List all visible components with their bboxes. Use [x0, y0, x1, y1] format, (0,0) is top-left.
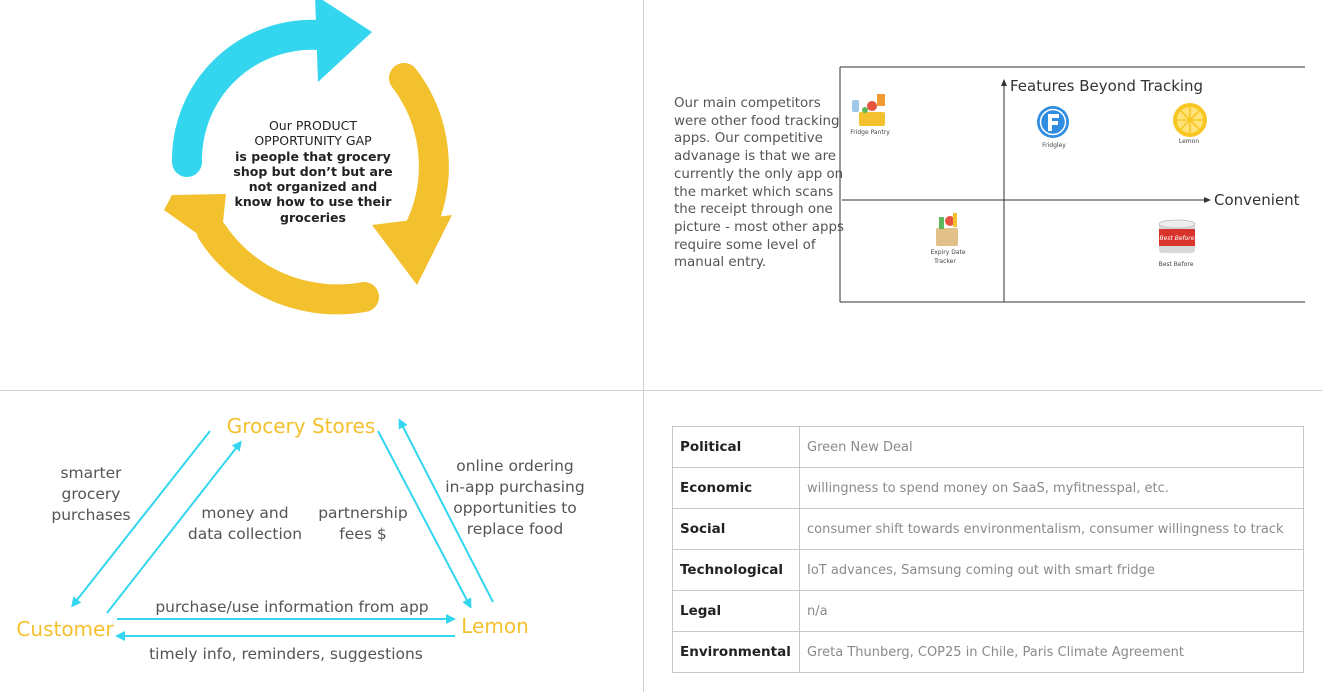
pest-detail: n/a [799, 590, 1304, 632]
svg-text:Best Before: Best Before [1160, 235, 1195, 242]
table-row: Legal n/a [672, 590, 1304, 632]
gap-text-line: Our PRODUCT [268, 118, 358, 133]
edge-label-online: online ordering [456, 457, 574, 475]
customer-node: Customer [16, 617, 114, 641]
edge-label-timely-info: timely info, reminders, suggestions [149, 645, 423, 663]
opportunity-gap-panel: Our PRODUCT OPPORTUNITY GAP is people th… [0, 0, 643, 390]
edge-label-purchase-info: purchase/use information from app [155, 598, 428, 616]
ecosystem-diagram: Grocery Stores Customer Lemon smarter gr… [16, 414, 584, 663]
gap-text-line: is people that grocery [235, 148, 391, 164]
pest-detail: IoT advances, Samsung coming out with sm… [799, 549, 1304, 591]
app-label: Lemon [1179, 138, 1199, 145]
x-axis-arrow-icon [1204, 197, 1211, 203]
grocery-bag-icon [936, 213, 958, 246]
edge-label-online: in-app purchasing [445, 478, 584, 496]
pest-detail: willingness to spend money on SaaS, myfi… [799, 467, 1304, 509]
competitors-panel: Our main competitors were other food tra… [644, 0, 1322, 390]
cycle-arrow-cyan [171, 19, 335, 177]
pest-factor: Legal [672, 590, 800, 632]
app-label: Expiry Date [930, 249, 965, 256]
pest-detail: Greta Thunberg, COP25 in Chile, Paris Cl… [799, 631, 1304, 673]
pest-detail: Green New Deal [799, 426, 1304, 468]
edge-label-smarter: grocery [62, 485, 121, 503]
table-row: Technological IoT advances, Samsung comi… [672, 549, 1304, 591]
edge-label-online: opportunities to [453, 499, 577, 517]
ecosystem-panel: Grocery Stores Customer Lemon smarter gr… [0, 391, 643, 692]
edge-label-online: replace food [467, 520, 563, 538]
fridge-pantry-icon [852, 94, 885, 126]
arrow-customer-to-stores [106, 440, 242, 614]
gap-text-line: not organized and [248, 179, 378, 195]
lemon-node: Lemon [461, 614, 529, 638]
quadrant-divider-horizontal [0, 390, 1322, 391]
table-row: Economic willingness to spend money on S… [672, 467, 1304, 509]
pest-factor: Environmental [672, 631, 800, 673]
gap-text-line: know how to use their [234, 194, 392, 210]
table-row: Social consumer shift towards environmen… [672, 508, 1304, 550]
fridgley-f-icon [1037, 106, 1069, 138]
cycle-arrowhead-yellow-right [372, 215, 452, 285]
pest-analysis-panel: Political Green New Deal Economic willin… [644, 391, 1322, 692]
lemon-slice-icon [1173, 103, 1207, 137]
app-label: Tracker [933, 258, 956, 265]
opportunity-gap-text: Our PRODUCT OPPORTUNITY GAP is people th… [232, 118, 394, 225]
app-label: Best Before [1159, 261, 1194, 268]
app-label: Fridge Pantry [850, 129, 890, 136]
cycle-arrow-yellow-bottom [197, 217, 379, 315]
arrow-lemon-to-stores [398, 418, 494, 603]
table-row: Political Green New Deal [672, 426, 1304, 468]
app-label: Fridgley [1042, 142, 1066, 149]
pest-factor: Social [672, 508, 800, 550]
pest-table: Political Green New Deal Economic willin… [672, 426, 1304, 673]
arrow-stores-to-lemon [377, 430, 472, 609]
edge-label-partnership: partnership [318, 504, 408, 522]
arrow-stores-to-customer [71, 430, 211, 608]
pest-detail: consumer shift towards environmentalism,… [799, 508, 1304, 550]
edge-label-smarter: purchases [51, 506, 130, 524]
pest-factor: Economic [672, 467, 800, 509]
edge-label-money: data collection [188, 525, 302, 543]
y-axis-label: Features Beyond Tracking [1010, 77, 1203, 95]
pest-factor: Political [672, 426, 800, 468]
pest-factor: Technological [672, 549, 800, 591]
x-axis-label: Convenient [1214, 191, 1300, 209]
cycle-arrow-yellow-right [389, 63, 449, 243]
cycle-arrowhead-cyan [315, 0, 372, 82]
gap-text-line: groceries [280, 209, 346, 225]
quadrant-divider-vertical [643, 0, 644, 692]
gap-text-line: OPPORTUNITY GAP [254, 133, 372, 149]
canned-food-icon: Best Before [1158, 219, 1196, 253]
cycle-arrowhead-yellow-bottom [164, 194, 226, 250]
gap-text-line: shop but don’t but are [233, 163, 393, 179]
competitor-matrix: Features Beyond Tracking Convenient Frid… [839, 66, 1305, 303]
edge-label-smarter: smarter [60, 464, 122, 482]
competitors-description: Our main competitors were other food tra… [674, 96, 844, 271]
cycle-arrows-diagram [164, 0, 452, 315]
grocery-stores-node: Grocery Stores [227, 414, 376, 438]
edge-label-money: money and [201, 504, 288, 522]
y-axis-arrow-icon [1001, 79, 1007, 86]
edge-label-partnership: fees $ [339, 525, 386, 543]
table-row: Environmental Greta Thunberg, COP25 in C… [672, 631, 1304, 673]
